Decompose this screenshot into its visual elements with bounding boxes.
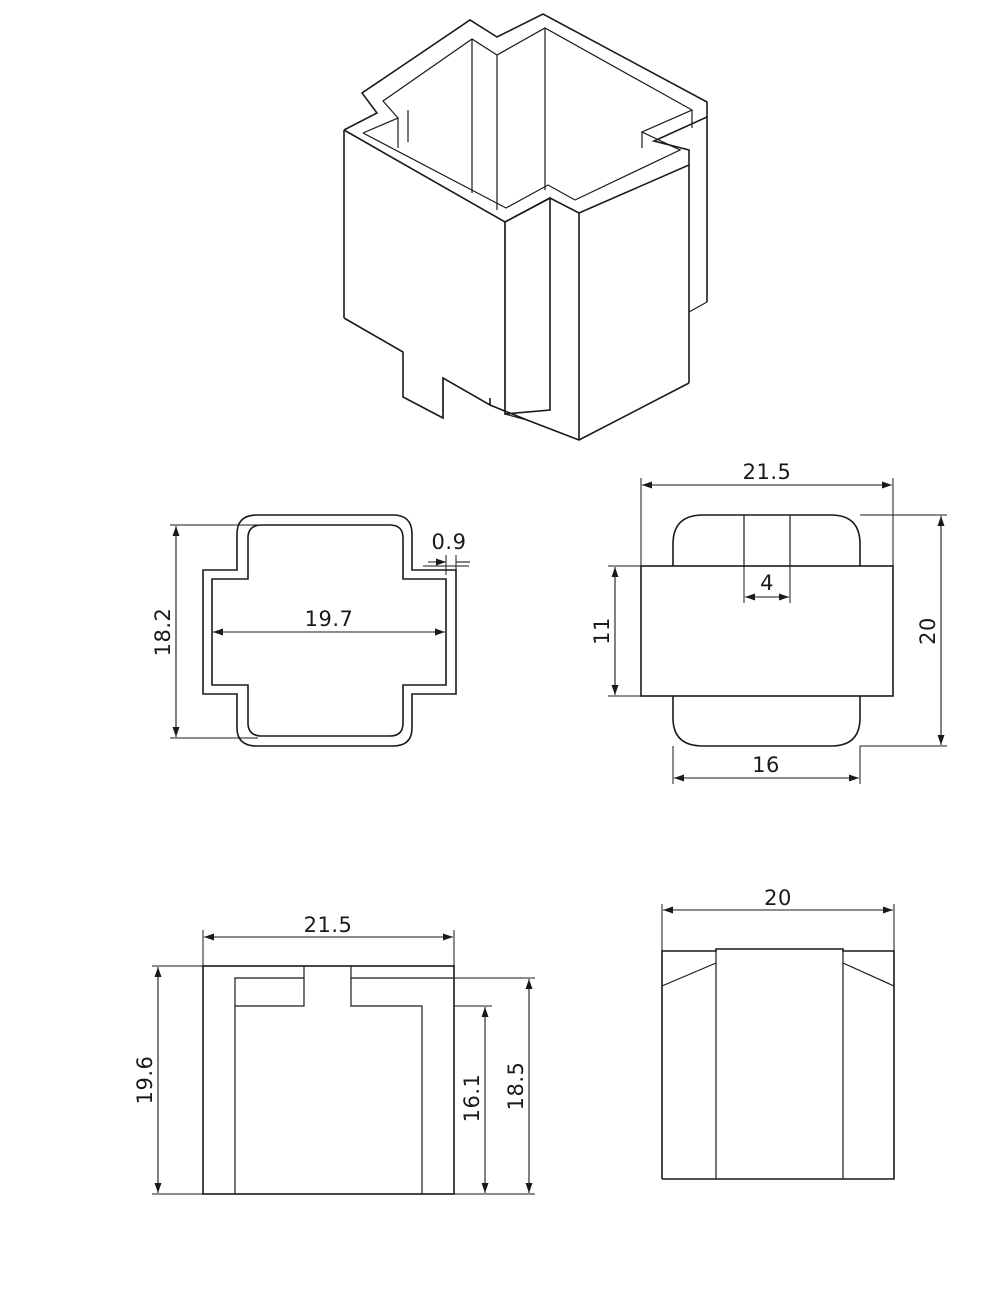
end-view: 20	[661, 886, 895, 1180]
front-view-inner-right	[350, 966, 423, 1194]
side-view-bottom-label: 16	[752, 753, 780, 777]
top-view-height-label: 18.2	[151, 608, 175, 657]
iso-bottom-tab	[504, 413, 528, 421]
end-view-right-bevel	[842, 962, 895, 987]
side-view-lower-cap	[672, 696, 861, 747]
end-view-outline	[661, 948, 895, 1180]
front-view-mid-label: 18.5	[504, 1062, 528, 1111]
front-view: 21.5 19.6 16.1 18.5	[133, 913, 535, 1195]
front-view-width-label: 21.5	[304, 913, 353, 937]
side-view-band	[640, 565, 894, 697]
front-view-outline	[202, 965, 455, 1195]
top-view: 18.2 19.7 0.9	[151, 514, 470, 747]
iso-right-step	[688, 301, 708, 313]
top-view-outer-profile	[202, 514, 457, 747]
front-view-inner-label: 16.1	[460, 1074, 484, 1123]
side-view-slot-label: 4	[760, 571, 774, 595]
iso-bottom-edge	[489, 382, 690, 441]
end-view-left-bevel	[661, 962, 717, 987]
end-view-width-label: 20	[764, 886, 792, 910]
top-view-wall-label: 0.9	[432, 530, 467, 554]
iso-top-rim-inner	[362, 27, 694, 209]
side-view-width-label: 21.5	[743, 460, 792, 484]
side-view-center-label: 11	[590, 617, 614, 645]
top-view-inner-profile	[211, 524, 447, 737]
side-view-height-label: 20	[916, 617, 940, 645]
side-view-upper-cap	[672, 514, 861, 566]
isometric-view	[343, 13, 708, 441]
front-view-inner-left	[234, 977, 305, 1194]
front-view-height-label: 19.6	[133, 1056, 157, 1105]
side-view: 21.5 20 11 4 16	[590, 460, 947, 784]
iso-front-tab	[504, 196, 551, 415]
top-view-width-label: 19.7	[305, 607, 354, 631]
iso-left-bottom	[343, 317, 491, 420]
